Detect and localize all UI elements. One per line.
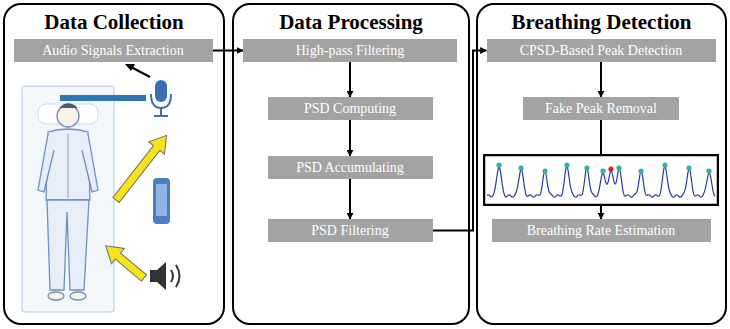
blue-bar xyxy=(60,95,146,101)
peak-marker xyxy=(662,162,667,167)
process-box: Fake Peak Removal xyxy=(523,97,679,120)
signal-arrows xyxy=(99,129,174,285)
stage-panel: Data CollectionAudio Signals Extraction xyxy=(3,3,225,325)
box-label: CPSD-Based Peak Detection xyxy=(520,43,683,59)
panel-heading: Data Collection xyxy=(5,10,223,34)
peak-marker xyxy=(496,162,501,167)
box-label: PSD Computing xyxy=(304,101,396,117)
peak-marker xyxy=(518,165,523,170)
stage-panel: Breathing DetectionCPSD-Based Peak Detec… xyxy=(476,3,727,325)
flow-arrow xyxy=(349,179,351,219)
process-box: CPSD-Based Peak Detection xyxy=(487,39,716,62)
box-label: Breathing Rate Estimation xyxy=(527,223,676,239)
flow-arrow xyxy=(349,62,351,97)
box-label: Fake Peak Removal xyxy=(545,101,657,117)
panel-heading: Data Processing xyxy=(234,10,468,34)
microphone-icon xyxy=(151,80,171,116)
process-box: Breathing Rate Estimation xyxy=(492,219,711,242)
peak-marker xyxy=(608,166,613,171)
box-label: Audio Signals Extraction xyxy=(42,43,184,59)
chart-frame xyxy=(484,155,718,205)
peak-chart xyxy=(483,154,719,206)
flow-arrow xyxy=(433,51,487,231)
box-label: PSD Filtering xyxy=(311,223,388,239)
flow-arrow xyxy=(349,120,351,156)
process-box: PSD Computing xyxy=(268,97,433,120)
process-box: High-pass Filtering xyxy=(243,39,457,62)
peak-marker xyxy=(616,165,621,170)
stage-panel: Data ProcessingHigh-pass FilteringPSD Co… xyxy=(232,3,470,325)
speaker-icon xyxy=(150,262,180,290)
peak-marker xyxy=(686,165,691,170)
peak-marker xyxy=(638,168,643,173)
box-label: High-pass Filtering xyxy=(296,43,405,59)
process-box: PSD Filtering xyxy=(268,219,433,242)
sleeping-person xyxy=(38,104,98,300)
peak-marker xyxy=(706,168,711,173)
peak-marker xyxy=(564,162,569,167)
process-box: PSD Accumulating xyxy=(268,156,433,179)
peak-marker xyxy=(600,168,605,173)
peak-marker xyxy=(542,168,547,173)
flow-arrow xyxy=(213,50,244,52)
peak-marker xyxy=(584,165,589,170)
process-box: Audio Signals Extraction xyxy=(14,39,213,62)
box-label: PSD Accumulating xyxy=(296,160,404,176)
bed xyxy=(22,86,114,312)
breathing-signal xyxy=(487,166,715,197)
flow-arrow xyxy=(600,62,602,97)
panel-heading: Breathing Detection xyxy=(478,10,725,34)
phone-icon xyxy=(153,178,170,224)
mic-output-arrow xyxy=(125,64,150,77)
